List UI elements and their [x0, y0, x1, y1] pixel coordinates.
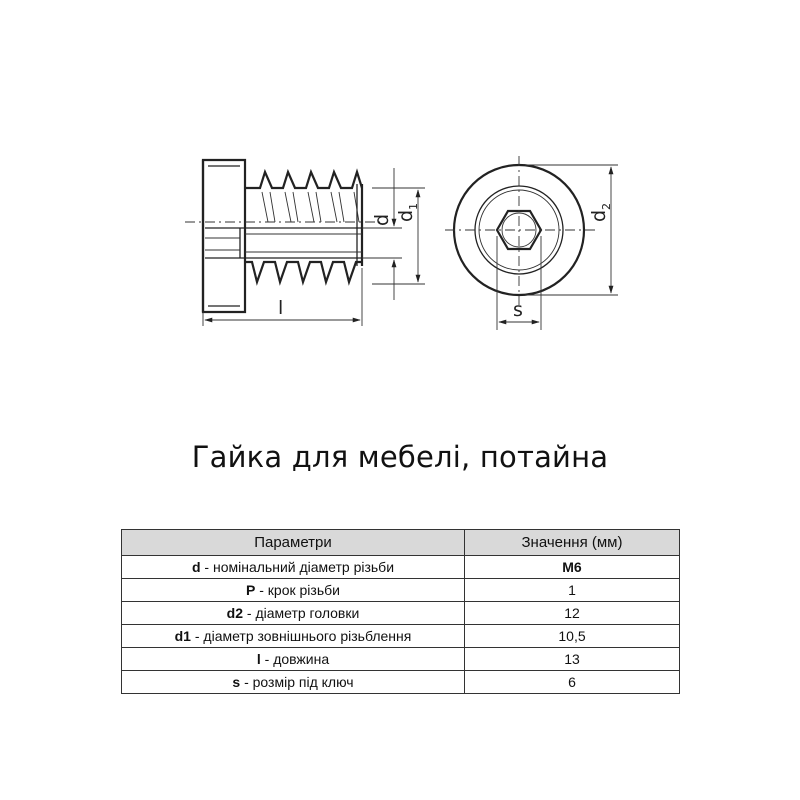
column-header-values: Значення (мм)	[464, 529, 680, 556]
page-title: Гайка для мебелі, потайна	[191, 440, 609, 474]
table-header-row: Параметри Значення (мм)	[121, 529, 680, 556]
parameter-cell: d1 - діаметр зовнішнього різьблення	[121, 624, 465, 648]
value-cell: 6	[464, 670, 680, 694]
parameter-cell: P - крок різьби	[121, 578, 465, 602]
parameter-description: - розмір під ключ	[240, 674, 354, 690]
dim-label-s: s	[513, 299, 523, 321]
parameter-symbol: s	[232, 674, 241, 690]
value-cell: М6	[464, 555, 680, 579]
parameter-cell: l - довжина	[121, 647, 465, 671]
parameters-table: Параметри Значення (мм) d - номінальний …	[121, 529, 680, 694]
parameter-symbol: d	[191, 559, 201, 575]
parameter-description: - діаметр зовнішнього різьблення	[190, 628, 412, 644]
table-row: d - номінальний діаметр різьби М6	[121, 555, 680, 579]
parameter-symbol: l	[256, 651, 261, 667]
dim-label-l: l	[278, 297, 283, 319]
value-cell: 10,5	[464, 624, 680, 648]
parameter-symbol: d2	[226, 605, 243, 621]
table-row: s - розмір під ключ 6	[121, 670, 680, 694]
front-view: d2 s	[445, 156, 618, 330]
dim-label-d: d	[371, 214, 393, 226]
parameter-cell: s - розмір під ключ	[121, 670, 465, 694]
value-cell: 12	[464, 601, 680, 625]
parameter-description: - номінальний діаметр різьби	[200, 559, 395, 575]
table-row: l - довжина 13	[121, 647, 680, 671]
dim-label-d2: d2	[588, 203, 613, 222]
table-row: d1 - діаметр зовнішнього різьблення 10,5	[121, 624, 680, 648]
side-view: l d d1	[185, 158, 425, 326]
column-header-parameters: Параметри	[121, 529, 465, 556]
value-cell: 1	[464, 578, 680, 602]
dim-label-d1: d1	[395, 203, 420, 222]
parameter-cell: d2 - діаметр головки	[121, 601, 465, 625]
parameter-description: - діаметр головки	[243, 605, 360, 621]
parameter-symbol: d1	[174, 628, 191, 644]
parameter-description: - крок різьби	[255, 582, 340, 598]
parameter-cell: d - номінальний діаметр різьби	[121, 555, 465, 579]
table-row: d2 - діаметр головки 12	[121, 601, 680, 625]
table-row: P - крок різьби 1	[121, 578, 680, 602]
parameter-description: - довжина	[260, 651, 330, 667]
parameter-symbol: P	[246, 582, 256, 598]
value-cell: 13	[464, 647, 680, 671]
technical-drawing: l d d1 d2 s	[185, 156, 618, 330]
